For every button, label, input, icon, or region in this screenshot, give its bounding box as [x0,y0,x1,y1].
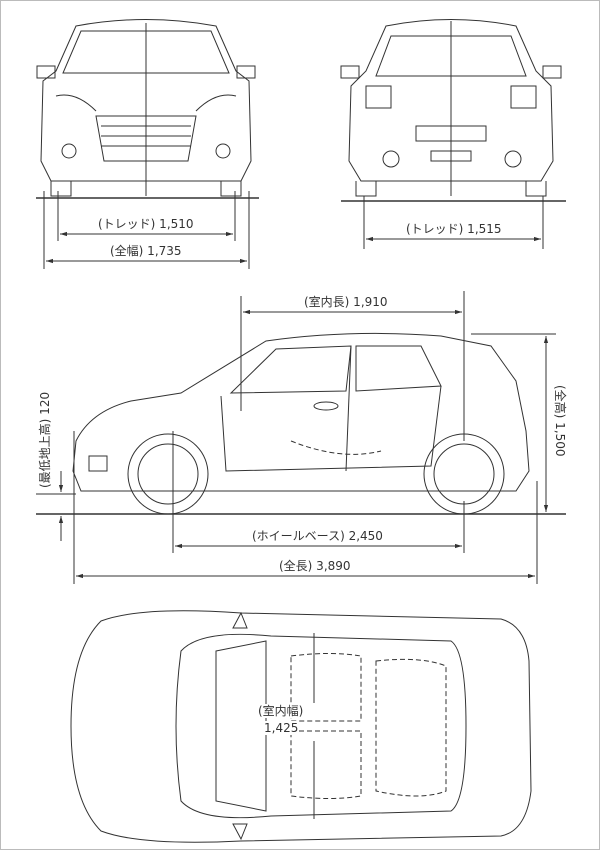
rear-view-car [340,19,562,197]
rear-tread-label: (トレッド) 1,515 [405,222,503,236]
overall-height-label: (全高) 1,500 [553,384,567,458]
front-view-car [36,19,256,197]
interior-length-label: (室内長) 1,910 [303,295,389,309]
ground-clearance-label: (最低地上高) 120 [38,390,52,489]
front-tread-label: (トレッド) 1,510 [97,217,195,231]
overall-length-label: (全長) 3,890 [278,559,352,573]
interior-width-value: 1,425 [263,721,300,735]
top-view-car [70,610,532,843]
wheelbase-label: (ホイールベース) 2,450 [251,529,384,543]
overall-width-label: (全幅) 1,735 [109,244,183,258]
side-view-car [72,332,530,515]
interior-width-label: (室内幅) [257,704,305,718]
